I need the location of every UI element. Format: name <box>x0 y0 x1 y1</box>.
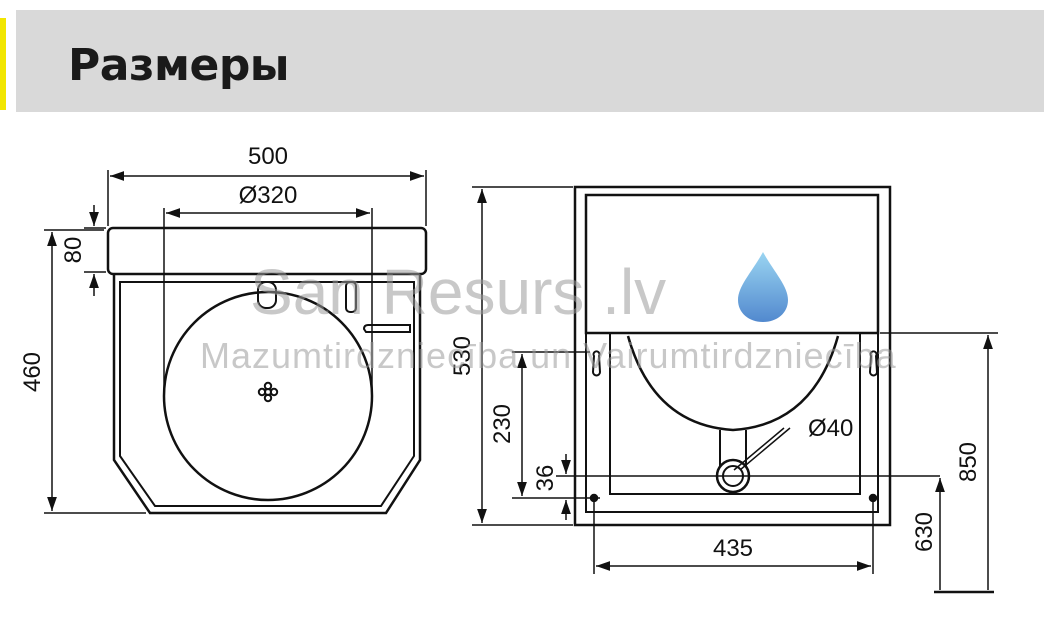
sink-rim <box>106 226 428 276</box>
inner-frame <box>609 333 861 495</box>
watermark-brand: San Resurs .lv <box>250 256 666 328</box>
backplate-outer <box>573 185 892 527</box>
drain-flower-icon <box>257 381 279 403</box>
sink-front-panel <box>584 193 880 335</box>
water-drop-icon <box>738 252 788 322</box>
sink-inner-body <box>119 281 415 507</box>
page-title: Размеры <box>68 40 290 91</box>
dim-outlet-height: 230 <box>489 404 516 444</box>
dim-outlet-offset: 36 <box>532 465 559 492</box>
watermark-tagline: Mazumtirdzniecība un Vairumtirdzniecība <box>200 335 897 376</box>
dim-drain-diameter: Ø40 <box>808 415 853 442</box>
bowl-profile <box>626 335 840 432</box>
dim-depth-total: 460 <box>19 352 46 392</box>
keyhole-mounts <box>591 350 879 377</box>
sink-bowl <box>162 290 374 502</box>
dim-rim-height: 80 <box>60 237 87 264</box>
watermark: San Resurs .lv Mazumtirdzniecība un Vair… <box>200 252 897 376</box>
sink-top-view <box>106 226 428 515</box>
overflow-slot <box>345 281 357 313</box>
backplate-inner <box>585 333 879 513</box>
header-bar: Размеры <box>16 10 1044 112</box>
dim-bowl-diameter: Ø320 <box>239 182 298 209</box>
dim-install-height: 850 <box>955 442 982 482</box>
faucet-hole <box>257 281 277 309</box>
sink-outer-body <box>112 274 422 515</box>
dim-back-height: 530 <box>449 336 476 376</box>
side-notch <box>362 324 411 333</box>
dim-width-total: 500 <box>248 143 288 170</box>
accent-stripe <box>0 18 6 110</box>
dim-mount-spacing: 435 <box>713 535 753 562</box>
dim-bracket-height: 630 <box>911 512 938 552</box>
sink-front-view <box>573 185 892 527</box>
mount-hole-right <box>868 493 878 503</box>
